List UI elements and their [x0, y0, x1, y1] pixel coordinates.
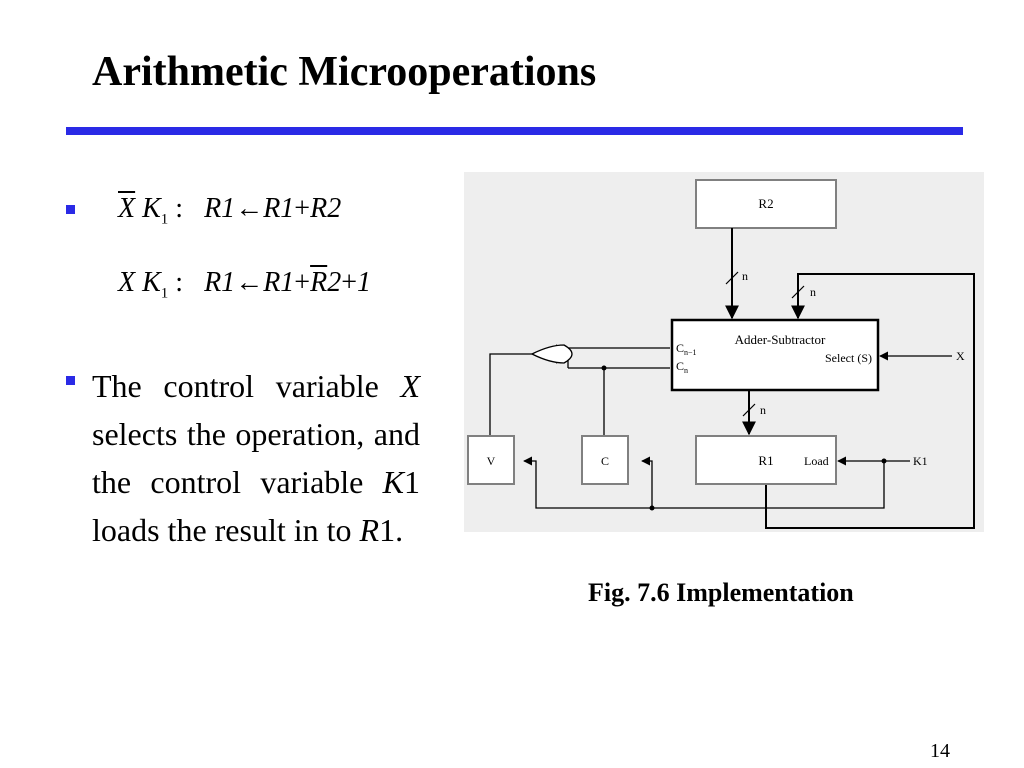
title-underline — [66, 127, 963, 135]
eq2-one: 1 — [357, 267, 371, 298]
eq1-lhs: R1 — [204, 193, 236, 224]
cn-minus-1-label: Cn−1 — [676, 341, 697, 357]
page-number: 14 — [930, 740, 950, 762]
eq2-plus: + — [294, 267, 311, 298]
r1-register — [695, 435, 837, 485]
adder-label: Adder-Subtractor — [735, 332, 826, 347]
k1-input-label: K1 — [913, 454, 928, 468]
eq2-lhs: R1 — [204, 267, 236, 298]
implementation-diagram: R2 n n Adder-Subtractor Cn−1 Cn Select (… — [464, 172, 984, 532]
para-text-4: . — [395, 512, 404, 548]
v-flag-register — [467, 435, 515, 485]
eq2-r-num: 2 — [327, 267, 342, 298]
eq1-rhs-b: R2 — [310, 193, 342, 224]
adder-bus-slash — [742, 403, 756, 417]
eq2-plus2: + — [341, 267, 357, 298]
r1-feedback-bus — [765, 273, 975, 529]
select-label: Select (S) — [825, 351, 872, 365]
xor-to-v-line — [489, 353, 532, 436]
eq2-k: K — [142, 267, 161, 298]
eq2-arrow: ← — [235, 267, 264, 298]
x-input-label: X — [956, 349, 965, 363]
figure-caption: Fig. 7.6 Implementation — [588, 578, 854, 607]
c-flag-register — [581, 435, 629, 485]
load-label: Load — [804, 454, 829, 468]
eq1-k-sub: 1 — [160, 211, 169, 228]
xor-gate-icon — [530, 344, 573, 364]
para-text-3: loads the result in to — [92, 512, 360, 548]
equation-1: X K1 : R1←R1+R2 — [118, 193, 341, 229]
eq2-colon: : — [175, 267, 184, 298]
eq1-rhs-a: R1 — [263, 193, 295, 224]
para-r-num: 1 — [379, 512, 396, 548]
equation-2: X K1 : R1←R1+R2+1 — [118, 267, 371, 303]
para-text-1: The control variable — [92, 368, 401, 404]
cn-label: Cn — [676, 359, 688, 375]
eq1-plus: + — [294, 193, 311, 224]
para-x: X — [400, 368, 420, 404]
eq1-x-bar: X — [118, 193, 136, 224]
r2-bus-width: n — [742, 269, 748, 283]
eq1-arrow: ← — [235, 193, 264, 224]
para-k-num: 1 — [404, 464, 420, 500]
eq2-x: X — [118, 267, 136, 298]
feedback-bus-width: n — [810, 285, 816, 299]
para-r: R — [359, 512, 380, 548]
adder-bus-width: n — [760, 403, 766, 417]
adder-subtractor-block — [670, 318, 880, 392]
eq2-k-sub: 1 — [160, 285, 169, 302]
k1-to-v-line — [523, 456, 885, 509]
eq1-colon: : — [175, 193, 184, 224]
eq2-r-bar: R — [310, 267, 328, 298]
r2-label: R2 — [758, 196, 773, 211]
r2-register — [695, 179, 837, 229]
para-text-2: selects the operation, and the control v… — [92, 416, 420, 500]
description-paragraph: The control variable X selects the opera… — [92, 362, 420, 554]
bullet-marker-description — [66, 376, 75, 385]
c-label: C — [601, 454, 609, 468]
feedback-bus-slash — [791, 285, 805, 299]
slide-title: Arithmetic Microoperations — [92, 49, 597, 95]
k1-to-c-line — [641, 456, 653, 508]
r2-bus-slash — [725, 271, 739, 285]
eq2-rhs-a: R1 — [263, 267, 295, 298]
para-k: K — [382, 464, 404, 500]
v-label: V — [487, 454, 496, 468]
r1-label: R1 — [758, 453, 773, 468]
bullet-marker-equations — [66, 205, 75, 214]
eq1-k: K — [142, 193, 161, 224]
